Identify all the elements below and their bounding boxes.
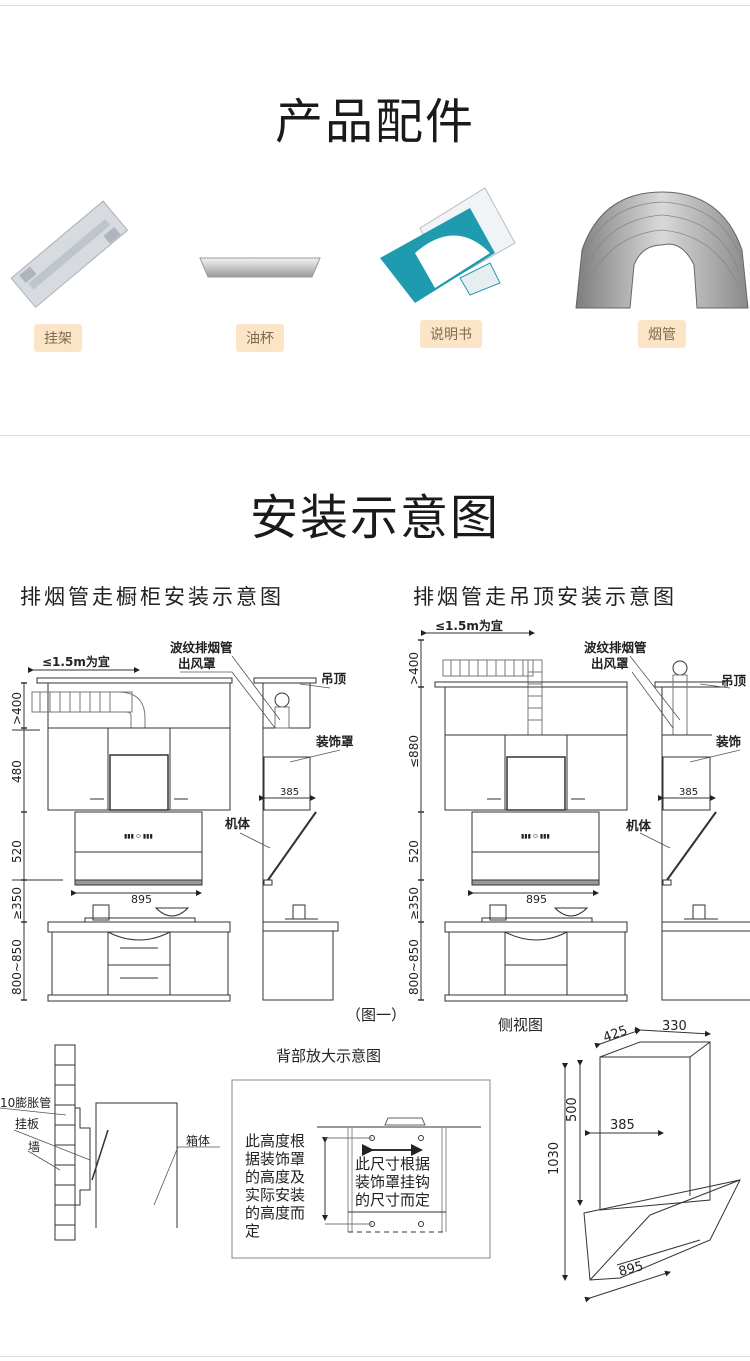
side-width-label: 385 [280, 787, 299, 798]
svg-text:▮▮▮ ⬭ ▮▮▮: ▮▮▮ ⬭ ▮▮▮ [124, 833, 153, 840]
side-view-title: 侧视图 [498, 1016, 543, 1034]
svg-text:▮▮▮ ⬭ ▮▮▮: ▮▮▮ ⬭ ▮▮▮ [521, 833, 550, 840]
dim-cover-height: 500 [565, 1097, 580, 1122]
width-note-line: 此尺寸根据 [355, 1155, 430, 1173]
label-wall: 墙 [28, 1140, 40, 1154]
dim-label: 480 [10, 760, 24, 783]
bottom-divider [0, 1356, 750, 1357]
dim-label: 520 [10, 840, 24, 863]
label-body: 机体 [626, 818, 652, 833]
back-detail: 背部放大示意图 此高度根 据装饰罩 的高度及 实际安装 的高度而 定 此尺寸根据… [231, 1047, 491, 1259]
label-ceiling: 吊顶 [321, 671, 347, 686]
height-note-line: 此高度根 [245, 1132, 305, 1150]
label-outlet: 出风罩 [178, 656, 216, 671]
top-divider [0, 5, 750, 6]
dim-bottom-width: 895 [617, 1259, 645, 1280]
accessory-label-oil-cup: 油杯 [236, 324, 284, 352]
exhaust-duct-icon [575, 191, 749, 309]
left-diagram: 排烟管走橱柜安装示意图 ≤1.5m为宜 895 ▮▮▮ ⬭ ▮▮▮ >400 4… [10, 585, 354, 1002]
left-diagram-title: 排烟管走橱柜安装示意图 [20, 585, 284, 609]
label-duct: 波纹排烟管 [584, 640, 647, 655]
dim-depth: 425 [601, 1023, 629, 1046]
label-ceiling: 吊顶 [721, 673, 747, 688]
dim-label: 800~850 [407, 939, 421, 995]
dim-total-height: 1030 [547, 1142, 562, 1175]
width-note-line: 的尺寸而定 [355, 1191, 430, 1209]
side-width-label: 385 [679, 787, 698, 798]
height-note-line: 的高度及 [245, 1168, 305, 1186]
height-note-line: 据装饰罩 [245, 1150, 305, 1168]
label-body: 机体 [225, 816, 251, 831]
width-note-line: 装饰罩挂钩 [355, 1173, 430, 1191]
accessory-label-duct: 烟管 [638, 320, 686, 348]
label-outlet: 出风罩 [591, 656, 629, 671]
accessory-label-manual: 说明书 [420, 320, 482, 348]
dim-label: ≥350 [407, 887, 421, 920]
wall-detail: 10膨胀管 挂板 墙 箱体 [0, 1044, 220, 1241]
label-cover: 装饰 [715, 734, 742, 749]
accessories-title: 产品配件 [274, 94, 475, 150]
dim-label: >400 [407, 652, 421, 685]
right-diagram-title: 排烟管走吊顶安装示意图 [413, 585, 677, 609]
wall-bracket-icon [10, 200, 129, 309]
label-duct: 波纹排烟管 [170, 640, 233, 655]
label-cover: 装饰罩 [315, 734, 354, 749]
height-note-line: 的高度而 [245, 1204, 305, 1222]
right-diagram: 排烟管走吊顶安装示意图 ≤1.5m为宜 ▮▮▮ ⬭ ▮▮▮ 895 >400 ≤… [407, 585, 750, 1002]
install-title: 安装示意图 [249, 490, 500, 546]
figure-caption: （图一） [346, 1006, 406, 1024]
width-label: 895 [131, 893, 152, 906]
height-note-line: 实际安装 [245, 1186, 305, 1204]
label-anchor: 10膨胀管 [0, 1095, 51, 1110]
dim-cover-width: 385 [610, 1118, 635, 1133]
duct-limit-label: ≤1.5m为宜 [42, 654, 110, 669]
oil-cup-icon [199, 257, 321, 278]
back-detail-title: 背部放大示意图 [276, 1047, 381, 1065]
duct-limit-label: ≤1.5m为宜 [435, 618, 503, 633]
section-divider [0, 435, 750, 436]
side-view: 侧视图 425 330 500 1030 385 895 [498, 1016, 741, 1303]
dim-label: ≥350 [10, 887, 24, 920]
label-plate: 挂板 [15, 1117, 39, 1131]
label-box: 箱体 [186, 1133, 210, 1148]
dim-top-width: 330 [662, 1019, 687, 1034]
dim-label: >400 [10, 692, 24, 725]
dim-label: 800~850 [10, 939, 24, 995]
dim-label: 520 [407, 840, 421, 863]
accessory-label-bracket: 挂架 [34, 324, 82, 352]
manual-icon [380, 187, 516, 303]
dim-label: ≤880 [407, 735, 421, 768]
height-note-line: 定 [245, 1222, 260, 1240]
width-label: 895 [526, 893, 547, 906]
